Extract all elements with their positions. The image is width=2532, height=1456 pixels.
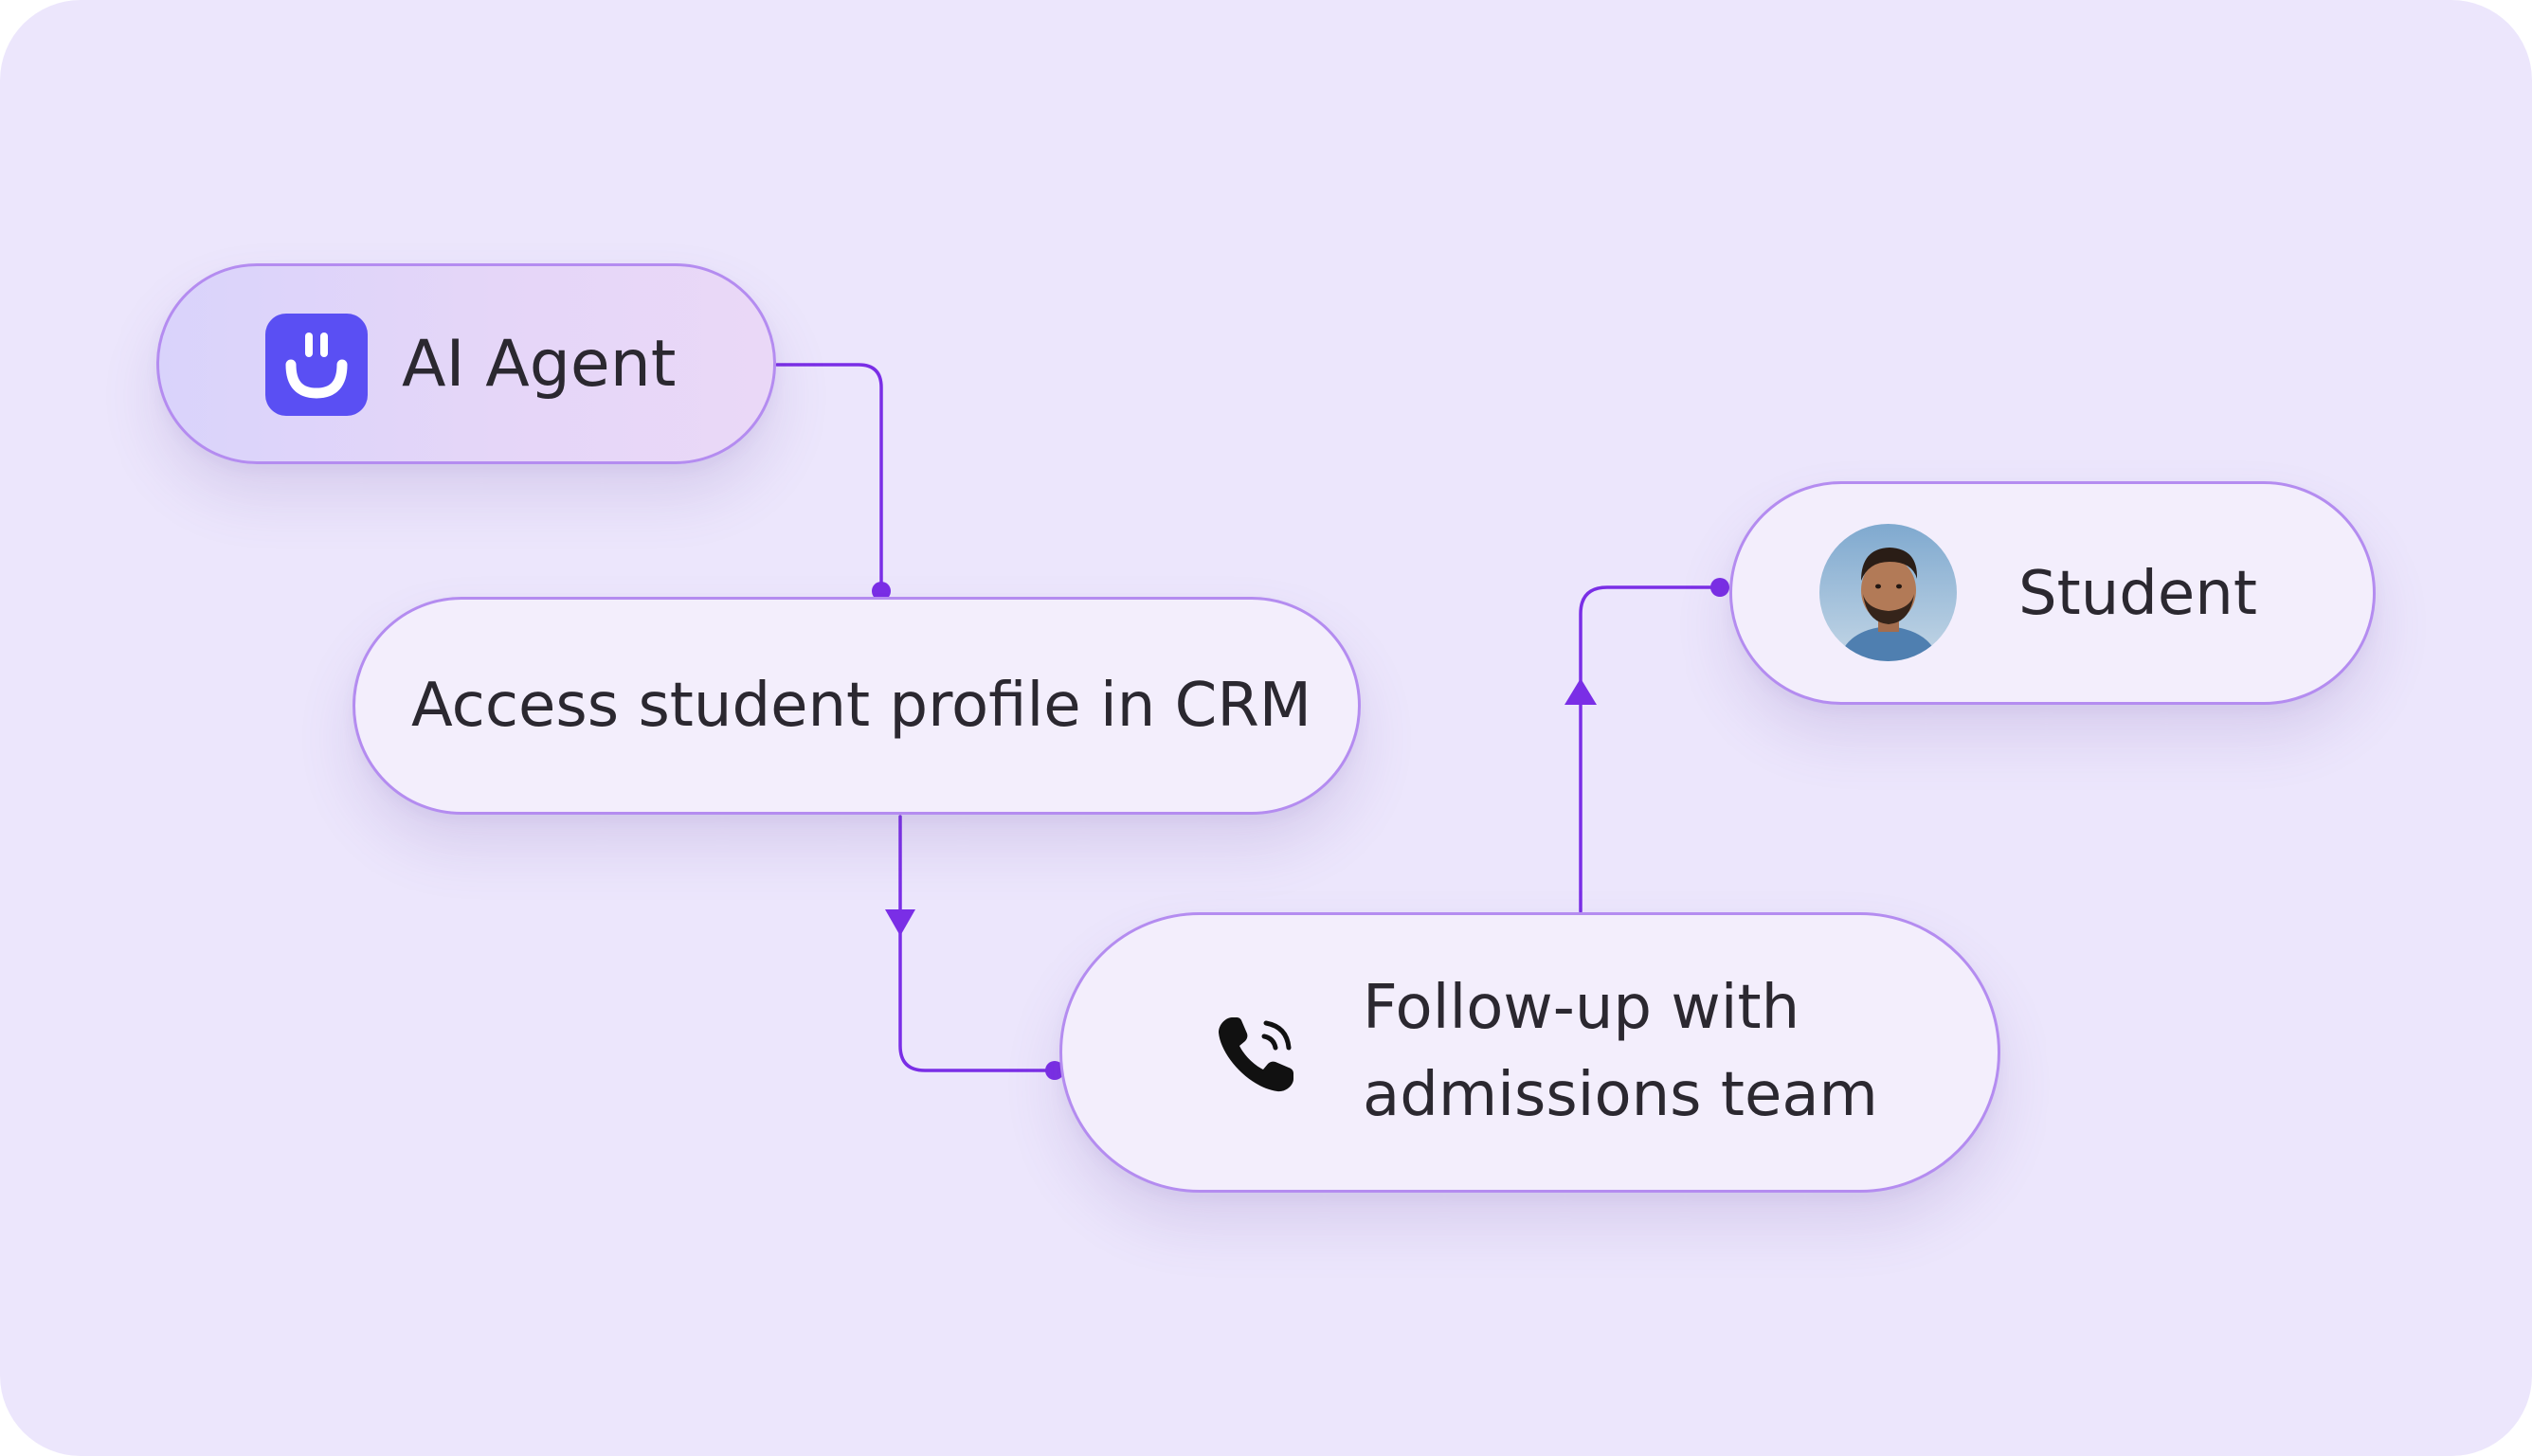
connector-agent-to-crm (775, 363, 883, 593)
node-access-crm-label: Access student profile in CRM (411, 671, 1311, 741)
connector-followup-to-student (1579, 585, 1722, 913)
node-ai-agent-label: AI Agent (402, 327, 677, 402)
student-avatar (1819, 524, 1957, 661)
node-follow-up-label: Follow-up with admissions team (1363, 964, 1878, 1139)
node-follow-up (1059, 912, 2000, 1193)
connector-dot-crm (872, 582, 891, 601)
phone-call-icon (1211, 1008, 1302, 1099)
node-student-label: Student (2018, 559, 2257, 629)
node-follow-up-line2: admissions team (1363, 1060, 1878, 1130)
smiley-logo-icon (265, 314, 368, 416)
connector-crm-to-followup (898, 815, 1057, 1072)
node-ai-agent (156, 263, 776, 464)
arrow-down-icon (885, 909, 915, 936)
node-access-crm (353, 597, 1361, 815)
connector-dot-student (1710, 578, 1729, 597)
node-follow-up-line1: Follow-up with (1363, 973, 1800, 1043)
arrow-up-icon (1564, 678, 1597, 705)
